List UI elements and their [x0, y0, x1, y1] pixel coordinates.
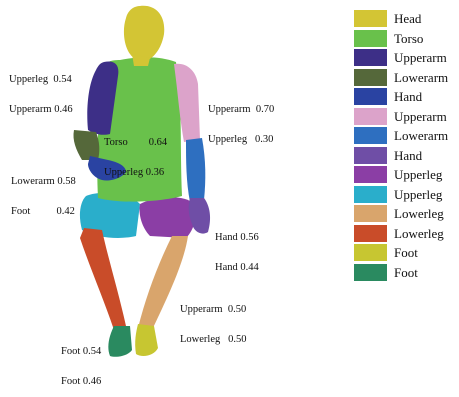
legend-item-lowerarm: Lowerarm — [354, 68, 459, 87]
annotation-line: Upperleg 0.54 — [9, 75, 73, 85]
legend-item-lowerleg: Lowerleg — [354, 224, 459, 243]
annotation-knee: Upperarm 0.50 Lowerleg 0.50 — [180, 285, 246, 355]
annotation-line: Upperarm 0.50 — [180, 305, 246, 315]
legend-label: Lowerarm — [394, 70, 448, 85]
legend-item-torso: Torso — [354, 29, 459, 48]
legend-label: Lowerleg — [394, 206, 444, 221]
legend-swatch — [354, 205, 387, 222]
legend-label: Hand — [394, 89, 422, 104]
legend-swatch — [354, 10, 387, 27]
legend-swatch — [354, 127, 387, 144]
annotation-line: Foot 0.54 — [61, 347, 101, 357]
annotation-line: Upperarm 0.70 — [208, 105, 274, 115]
legend-swatch — [354, 30, 387, 47]
legend-label: Lowerarm — [394, 128, 448, 143]
annotation-line: Lowerleg 0.50 — [180, 335, 246, 345]
upperleg-right-segment — [139, 197, 195, 238]
legend-swatch — [354, 49, 387, 66]
legend-label: Upperleg — [394, 187, 442, 202]
legend-swatch — [354, 147, 387, 164]
lowerarm-left-segment — [73, 130, 99, 160]
annotation-line: Upperleg 0.30 — [208, 135, 274, 145]
annotation-line: Hand 0.56 — [215, 233, 259, 243]
legend-item-foot: Foot — [354, 243, 459, 262]
annotation-feet: Foot 0.54 Foot 0.46 — [61, 327, 101, 397]
legend-item-hand: Hand — [354, 87, 459, 106]
legend-swatch — [354, 264, 387, 281]
annotation-line: Lowerarm 0.58 — [11, 177, 76, 187]
annotation-line: Upperleg 0.36 — [104, 168, 167, 178]
legend-label: Torso — [394, 31, 423, 46]
legend-item-lowerarm: Lowerarm — [354, 126, 459, 145]
annotation-line: Foot 0.46 — [61, 377, 101, 387]
annotation-line: Upperarm 0.46 — [9, 105, 73, 115]
legend-item-upperleg: Upperleg — [354, 185, 459, 204]
legend-swatch — [354, 108, 387, 125]
legend-item-upperarm: Upperarm — [354, 48, 459, 67]
legend-item-lowerleg: Lowerleg — [354, 204, 459, 223]
annotation-line: Hand 0.44 — [215, 263, 259, 273]
legend-label: Foot — [394, 265, 418, 280]
legend-label: Upperarm — [394, 50, 447, 65]
legend-label: Hand — [394, 148, 422, 163]
legend-item-hand: Hand — [354, 146, 459, 165]
legend-label: Upperleg — [394, 167, 442, 182]
foot-left-segment — [108, 326, 132, 357]
legend-label: Upperarm — [394, 109, 447, 124]
legend-item-head: Head — [354, 9, 459, 28]
legend-item-upperleg: Upperleg — [354, 165, 459, 184]
annotation-right-upperarm: Upperarm 0.70 Upperleg 0.30 — [208, 85, 274, 155]
annotation-line: Torso 0.64 — [104, 138, 167, 148]
legend-item-foot: Foot — [354, 263, 459, 282]
legend-label: Foot — [394, 245, 418, 260]
annotation-left-lowerarm: Lowerarm 0.58 Foot 0.42 — [11, 157, 76, 227]
lowerleg-left-segment — [80, 228, 126, 330]
annotation-right-hand: Hand 0.56 Hand 0.44 — [215, 213, 259, 283]
legend-item-upperarm: Upperarm — [354, 107, 459, 126]
head-segment — [124, 6, 164, 61]
annotation-torso: Torso 0.64 Upperleg 0.36 — [104, 118, 167, 188]
annotation-line: Foot 0.42 — [11, 207, 76, 217]
legend-swatch — [354, 88, 387, 105]
legend-swatch — [354, 225, 387, 242]
lowerarm-right-segment — [186, 138, 205, 202]
legend-swatch — [354, 244, 387, 261]
legend-swatch — [354, 69, 387, 86]
foot-right-segment — [135, 324, 158, 356]
legend-label: Lowerleg — [394, 226, 444, 241]
annotation-left-upperarm: Upperleg 0.54 Upperarm 0.46 — [9, 55, 73, 125]
legend-swatch — [354, 186, 387, 203]
legend-swatch — [354, 166, 387, 183]
legend-label: Head — [394, 11, 421, 26]
